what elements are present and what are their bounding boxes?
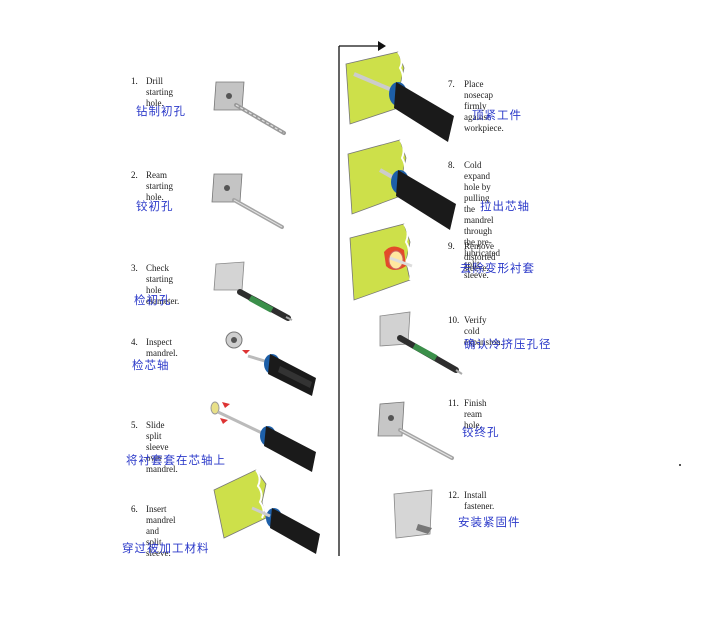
step-text-line: hole diameter. xyxy=(146,285,180,306)
step-text-line: Insert mandrel xyxy=(146,504,176,525)
step-chinese-label: 去除变形衬套 xyxy=(460,261,535,275)
step-text-line: Ream starting xyxy=(146,170,173,191)
step-chinese-label: 顶紧工件 xyxy=(472,108,522,122)
step-description: Finish ream hole. xyxy=(464,398,487,431)
workpiece-insert-icon xyxy=(213,469,320,554)
step-chinese-label: 拉出芯轴 xyxy=(480,199,530,213)
cold-expand-icon xyxy=(347,139,456,230)
step-text-line: over mandrel. xyxy=(146,453,178,474)
step-description: Insert mandrel and split sleeve. xyxy=(146,504,176,559)
step-description: Remove distorted sleeve. xyxy=(464,241,496,274)
step-text-line: Install fastener. xyxy=(464,490,495,511)
step-number: 5. xyxy=(131,420,138,430)
step-description: Place nosecap firmly against workpiece. xyxy=(464,79,504,134)
step-text-line: Place nosecap firmly against xyxy=(464,79,493,122)
step-chinese-label: 铰终孔 xyxy=(462,425,500,439)
step-chinese-label: 穿过被加工材料 xyxy=(122,541,210,555)
step-number: 8. xyxy=(448,160,455,170)
mandrel-tool-icon xyxy=(225,331,316,396)
step-description: Drill starting hole. xyxy=(146,76,173,109)
step-number: 12. xyxy=(448,490,460,500)
fastener-plate-icon xyxy=(393,489,433,539)
step-description: Check starting hole diameter. xyxy=(146,263,179,307)
reamer-plate-icon xyxy=(211,173,284,229)
step-chinese-label: 铰初孔 xyxy=(136,199,174,213)
gauge-plate-icon xyxy=(213,261,293,321)
step-chinese-label: 确认冷挤压孔径 xyxy=(464,337,552,351)
step-text-line: Remove distorted sleeve. xyxy=(464,241,496,273)
step-chinese-label: 钻制初孔 xyxy=(136,104,186,118)
step-chinese-label: 检芯轴 xyxy=(132,358,170,372)
step-description: Slide split sleeve over mandrel. xyxy=(146,420,178,475)
step-number: 9. xyxy=(448,241,455,251)
step-text-line: Drill starting xyxy=(146,76,173,97)
step-number: 4. xyxy=(131,337,138,347)
step-text-line: hole. xyxy=(146,98,164,108)
step-chinese-label: 安装紧固件 xyxy=(458,515,521,529)
step-text-line: workpiece. xyxy=(464,123,504,133)
step-text-line: Slide split sleeve xyxy=(146,420,169,452)
step-description: Install fastener. xyxy=(464,490,494,512)
step-number: 2. xyxy=(131,170,138,180)
step-description: Cold expand hole by pulling the mandrel … xyxy=(464,160,500,281)
step-text-line: hole. xyxy=(146,192,164,202)
sleeve-mandrel-icon xyxy=(210,401,316,472)
step-text-line: and split sleeve. xyxy=(146,526,171,558)
step-number: 1. xyxy=(131,76,138,86)
step-text-line: Inspect mandrel. xyxy=(146,337,178,358)
nosecap-workpiece-icon xyxy=(345,51,454,142)
step-text-line: Finish ream hole. xyxy=(464,398,487,430)
step-text-line: Check starting xyxy=(146,263,173,284)
step-text-line: lubricated split sleeve. xyxy=(464,248,500,280)
step-description: Verify cold expansion. xyxy=(464,315,503,348)
remove-sleeve-icon xyxy=(349,223,413,301)
drill-plate-icon xyxy=(213,81,286,135)
step-number: 10. xyxy=(448,315,460,325)
step-chinese-label: 将衬套套在芯轴上 xyxy=(126,453,226,467)
step-text-line: the mandrel through the pre- xyxy=(464,204,494,247)
step-text-line: Verify cold expansion. xyxy=(464,315,503,347)
step-number: 6. xyxy=(131,504,138,514)
step-chinese-label: 检初孔 xyxy=(134,293,172,307)
step-number: 7. xyxy=(448,79,455,89)
verify-gauge-icon xyxy=(379,311,463,375)
step-description: Inspect mandrel. xyxy=(146,337,178,359)
step-number: 11. xyxy=(448,398,459,408)
finish-ream-icon xyxy=(377,401,454,460)
step-text-line: Cold expand hole by pulling xyxy=(464,160,491,203)
step-number: 3. xyxy=(131,263,138,273)
step-description: Ream starting hole. xyxy=(146,170,173,203)
stray-mark xyxy=(679,464,681,466)
